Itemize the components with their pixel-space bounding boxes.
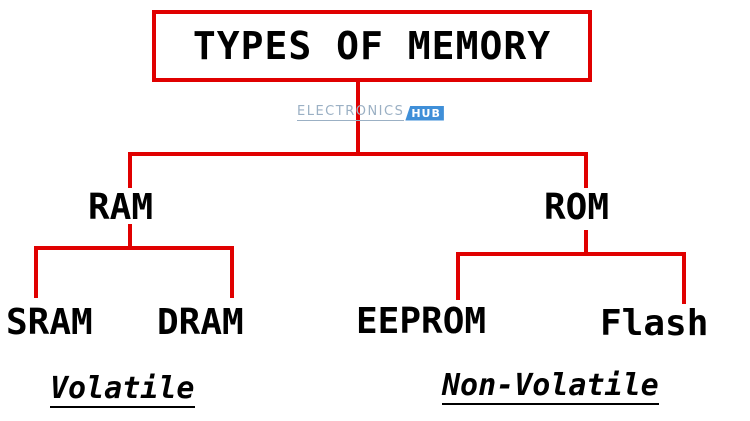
title-box: TYPES OF MEMORY <box>152 10 592 82</box>
node-dram: DRAM <box>157 302 244 343</box>
diagram-title: TYPES OF MEMORY <box>192 24 552 68</box>
logo-badge: HUB <box>405 105 444 121</box>
logo-text: ELECTRONICS <box>297 104 405 121</box>
category-volatile: Volatile <box>50 371 195 408</box>
category-non-volatile: Non-Volatile <box>442 368 659 405</box>
node-ram: RAM <box>88 187 154 228</box>
node-eeprom: EEPROM <box>356 301 487 342</box>
electronics-hub-logo: ELECTRONICS HUB <box>297 104 444 122</box>
node-rom: ROM <box>544 187 610 228</box>
node-sram: SRAM <box>6 302 93 343</box>
node-flash: Flash <box>600 303 709 344</box>
